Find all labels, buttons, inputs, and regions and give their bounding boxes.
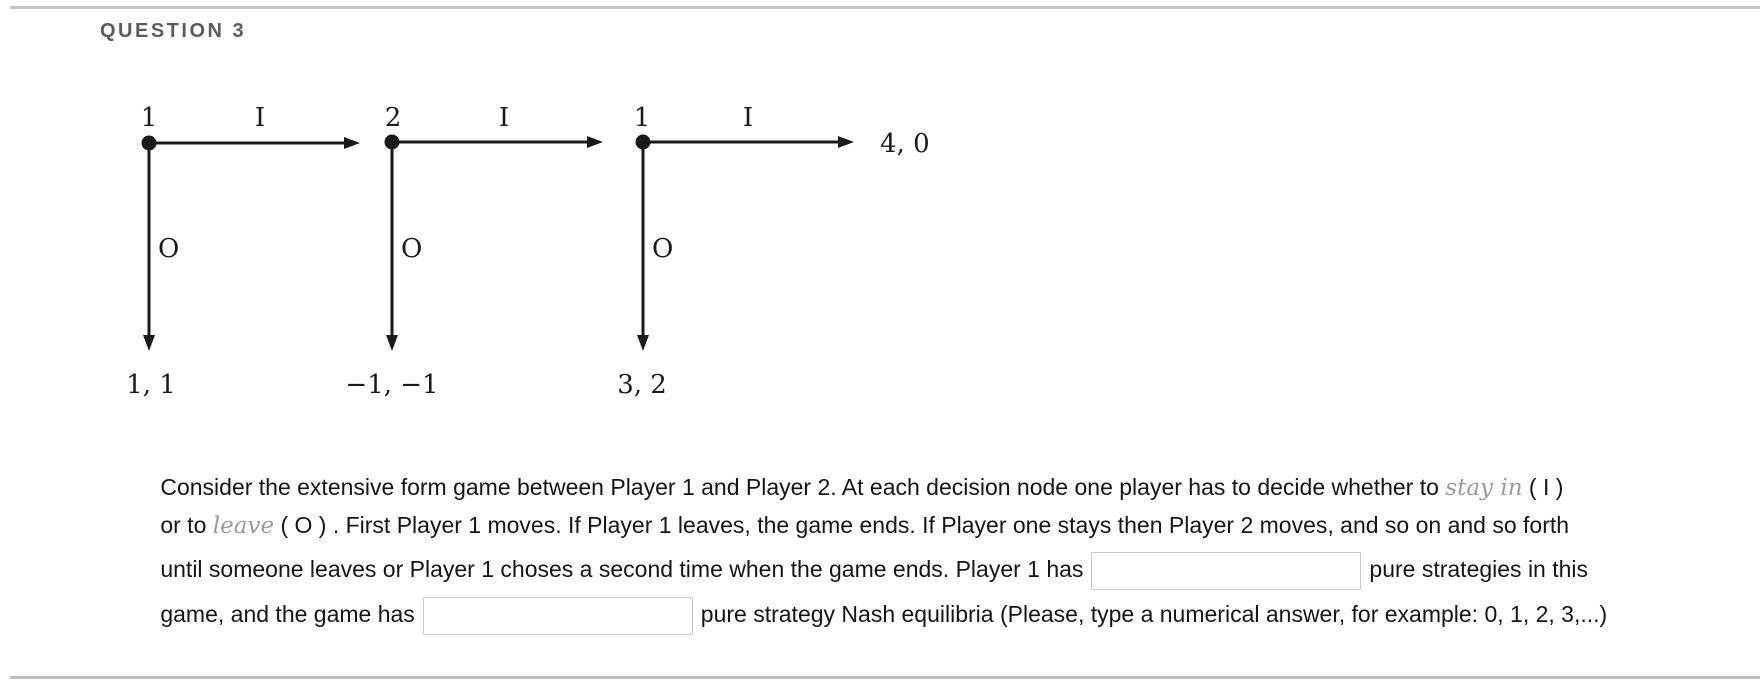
question-text: Consider the extensive form game between… [122,430,1742,635]
question-text-segment: pure strategy Nash equilibria (Please, t… [700,601,1608,627]
leave-edge-3-label: O [652,234,673,264]
answer-input-pure-strategies[interactable] [1091,551,1362,590]
leave-payoff-1: 1, 1 [126,370,176,400]
stay-edge-1-label: I [255,103,265,133]
question-line-1: Consider the extensive form game between… [122,430,1742,501]
stay-edge-3-label: I [743,103,753,133]
leave-payoff-3: 3, 2 [617,370,667,400]
stay-edge-2-label: I [499,103,509,133]
answer-input-nash-equilibria[interactable] [422,596,693,635]
decision-node-2 [384,134,400,150]
decision-node-3 [635,134,651,150]
question-text-segment: ( O ) . First Player 1 moves. If Player … [274,512,1570,538]
italic-term-stay-in: stay in [1445,475,1523,501]
question-text-segment: or to [160,512,213,538]
decision-node-1 [141,135,157,151]
question-line-2: or to leave ( O ) . First Player 1 moves… [122,468,1742,539]
question-text-segment: pure strategies in this [1369,556,1589,582]
question-line-3: until someone leaves or Player 1 choses … [122,506,1742,590]
question-text-segment: until someone leaves or Player 1 choses … [160,556,1084,582]
node-2-player-label: 2 [385,103,402,133]
leave-edge-1-label: O [158,234,179,264]
question-line-4: game, and the game has pure strategy Nash… [122,548,1742,635]
stay-payoff-final: 4, 0 [880,129,930,159]
leave-payoff-2: −1, −1 [345,370,438,400]
question-text-segment: ( I ) [1522,474,1564,500]
leave-edge-2-label: O [401,234,422,264]
bottom-divider [10,676,1760,679]
question-heading: QUESTION 3 [100,20,247,42]
italic-term-leave: leave [212,513,275,539]
game-tree-diagram: 1 I O 1, 1 2 I O −1, −1 1 I O 3, 2 4, 0 [126,103,930,400]
question-text-segment: game, and the game has [160,601,415,627]
node-3-player-label: 1 [634,103,651,133]
node-1-player-label: 1 [141,103,158,133]
top-divider [10,6,1760,9]
question-text-segment: Consider the extensive form game between… [160,474,1446,500]
